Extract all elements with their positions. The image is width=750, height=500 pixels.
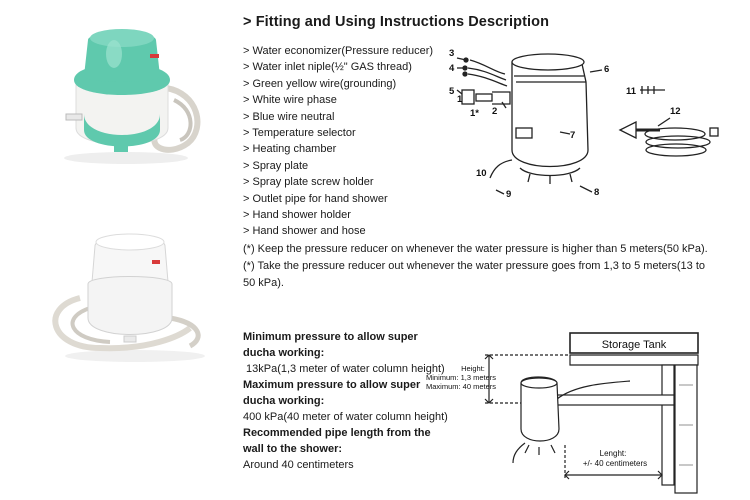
callout-label: 5 bbox=[449, 86, 455, 97]
callout-label: 9 bbox=[506, 189, 511, 200]
green-shower-heater-photo bbox=[64, 29, 201, 164]
callout-label: 12 bbox=[670, 106, 681, 117]
note-pressure-reducer-on: (*) Keep the pressure reducer on wheneve… bbox=[243, 243, 708, 255]
list-item: > Spray plate bbox=[243, 159, 309, 172]
height-min-label: Minimum: 1,3 meters bbox=[426, 373, 496, 382]
callout-label: 4 bbox=[449, 63, 455, 74]
list-item: > Green yellow wire(grounding) bbox=[243, 77, 397, 90]
callout-label: 11 bbox=[626, 86, 637, 97]
list-item: > Hand shower and hose bbox=[243, 225, 366, 238]
height-label: Height: bbox=[461, 364, 485, 373]
notes: (*) Keep the pressure reducer on wheneve… bbox=[243, 241, 713, 292]
max-pressure-value: 400 kPa(40 meter of water column height) bbox=[243, 411, 448, 423]
callout-label: 1 bbox=[457, 94, 463, 105]
pipe-length-heading: Recommended pipe length from the wall to… bbox=[243, 427, 431, 455]
callout-label: 2 bbox=[492, 106, 497, 117]
list-item: > Blue wire neutral bbox=[243, 110, 335, 123]
parts-list: > Water economizer(Pressure reducer) > W… bbox=[243, 43, 433, 240]
callout-label: 8 bbox=[594, 187, 599, 198]
list-item: > Temperature selector bbox=[243, 127, 356, 140]
note-pressure-reducer-out: (*) Take the pressure reducer out whenev… bbox=[243, 260, 706, 289]
min-pressure-value: 13kPa(1,3 meter of water column height) bbox=[246, 363, 445, 375]
max-pressure-heading: Maximum pressure to allow super ducha wo… bbox=[243, 379, 421, 407]
callout-label: 3 bbox=[449, 48, 454, 59]
list-item: > Outlet pipe for hand shower bbox=[243, 192, 388, 205]
pressure-requirements: Minimum pressure to allow super ducha wo… bbox=[243, 329, 453, 473]
list-item: > Water economizer(Pressure reducer) bbox=[243, 45, 434, 57]
list-item: > Heating chamber bbox=[243, 143, 337, 156]
page-title: > Fitting and Using Instructions Descrip… bbox=[243, 14, 550, 30]
list-item: > White wire phase bbox=[243, 94, 337, 107]
height-max-label: Maximum: 40 meters bbox=[426, 382, 496, 391]
list-item: > Hand shower holder bbox=[243, 209, 351, 222]
parts-diagram: 1 2 3 4 5 1* 6 7 8 9 10 11 12 bbox=[449, 48, 719, 200]
callout-label: 10 bbox=[476, 168, 487, 179]
pipe-length-value: Around 40 centimeters bbox=[243, 459, 354, 471]
min-pressure-heading: Minimum pressure to allow super ducha wo… bbox=[243, 331, 418, 359]
callout-label: 1* bbox=[470, 108, 479, 119]
storage-tank-label: Storage Tank bbox=[602, 339, 667, 351]
installation-diagram: Storage Tank Height: Minimum: 1,3 meters… bbox=[426, 332, 699, 494]
list-item: > Spray plate screw holder bbox=[243, 176, 374, 189]
list-item: > Water inlet niple(½" GAS thread) bbox=[243, 61, 412, 74]
length-value: +/- 40 centimeters bbox=[583, 459, 647, 468]
white-shower-heater-photo bbox=[52, 233, 205, 362]
length-label: Lenght: bbox=[600, 449, 627, 458]
callout-label: 7 bbox=[570, 130, 575, 141]
callout-label: 6 bbox=[604, 64, 609, 75]
